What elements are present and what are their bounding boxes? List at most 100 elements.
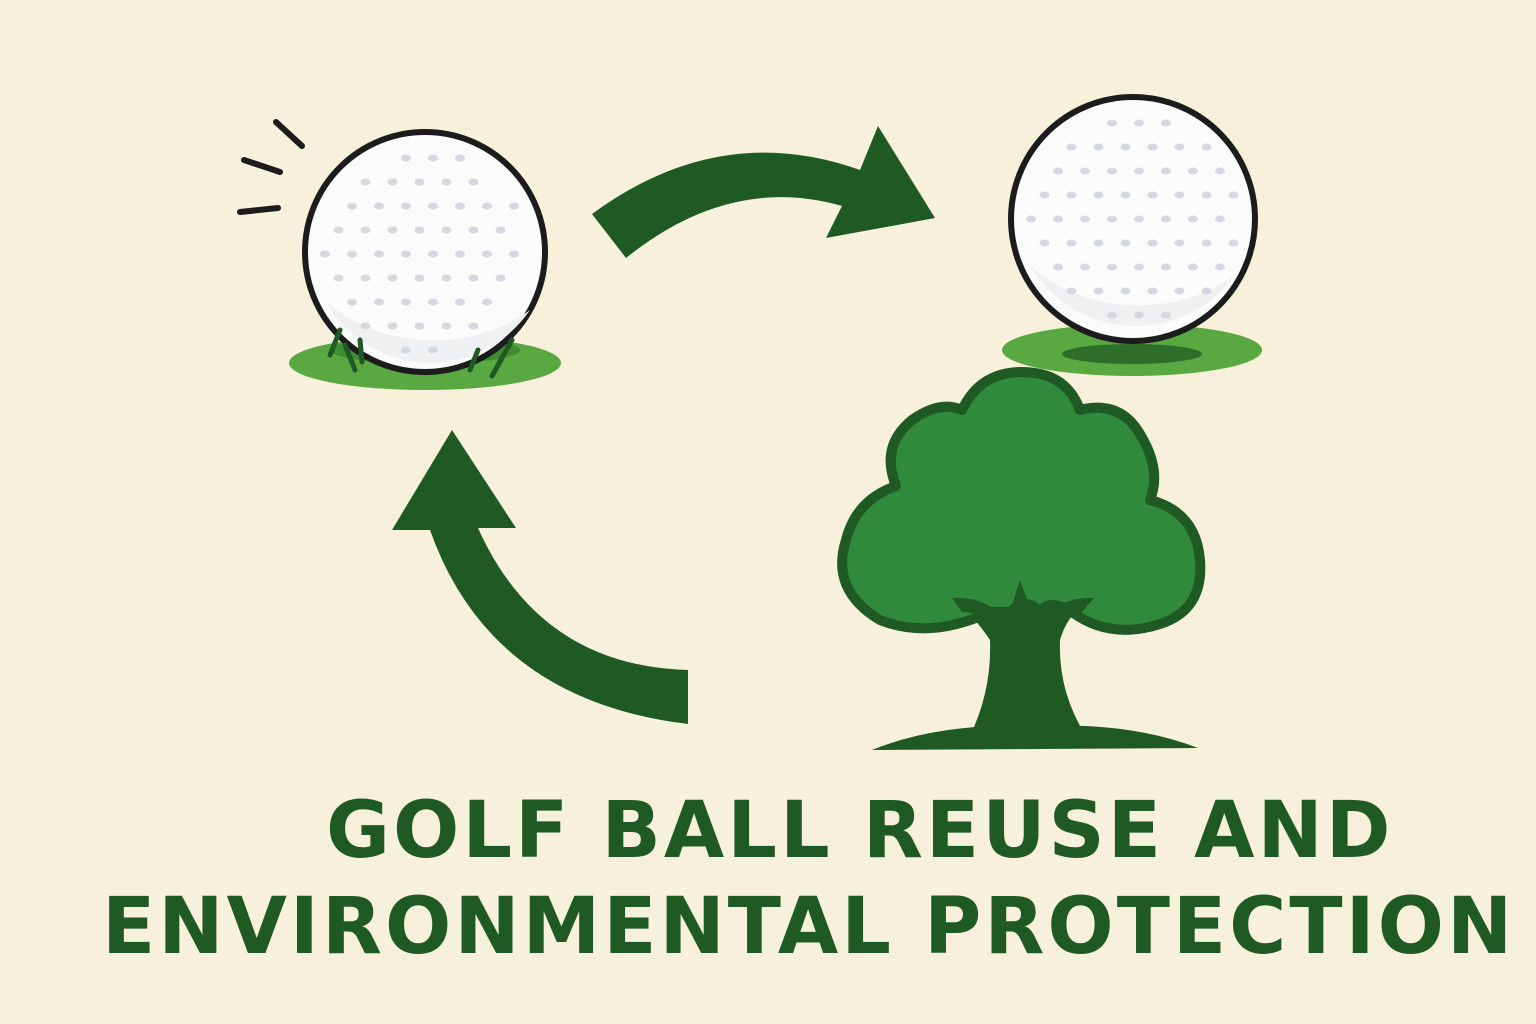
tree-branches — [952, 580, 1094, 638]
dimple — [401, 298, 411, 306]
dimple — [1134, 311, 1144, 319]
dimple — [1228, 191, 1239, 199]
dimple — [509, 202, 519, 210]
dimple — [1188, 263, 1198, 271]
dimple — [1201, 143, 1212, 151]
dimple — [441, 274, 452, 282]
dimple — [1147, 191, 1158, 199]
dimple — [1134, 167, 1144, 175]
dimple — [1188, 167, 1198, 175]
tree-icon — [837, 367, 1206, 750]
dimple — [495, 226, 506, 234]
dimple — [1093, 239, 1104, 247]
dimple — [360, 322, 371, 330]
dimple — [1120, 191, 1131, 199]
dimple — [1134, 263, 1144, 271]
dimple — [468, 226, 479, 234]
dimple — [1107, 215, 1117, 223]
dimple — [1039, 191, 1050, 199]
dimple — [455, 202, 465, 210]
dimple — [401, 154, 411, 162]
golf-ball-icon — [1008, 94, 1258, 344]
ball-shadow — [1062, 344, 1202, 364]
dimple — [360, 178, 371, 186]
dimple — [1147, 287, 1158, 295]
dimple — [1215, 215, 1225, 223]
dimple — [1093, 143, 1104, 151]
tree-trunk — [950, 595, 1094, 736]
dimple — [1147, 239, 1158, 247]
dimple — [1066, 239, 1077, 247]
dimple — [1080, 167, 1090, 175]
dimple — [1066, 287, 1077, 295]
dimple — [1161, 311, 1171, 319]
dimple — [1215, 167, 1225, 175]
dimple — [455, 250, 465, 258]
grass-blades — [327, 327, 515, 379]
dimple — [1161, 119, 1171, 127]
dimple — [1161, 263, 1171, 271]
dimple — [347, 202, 357, 210]
dimple — [360, 226, 371, 234]
dimple — [387, 322, 398, 330]
dimple — [441, 226, 452, 234]
dimple — [468, 322, 479, 330]
dimple — [1174, 143, 1185, 151]
dimple — [374, 250, 384, 258]
dimple — [414, 178, 425, 186]
tree-canopy — [837, 367, 1206, 635]
dimple — [441, 178, 452, 186]
dimple — [1053, 263, 1063, 271]
dimple — [1026, 215, 1036, 223]
used-golf-ball-group — [237, 119, 561, 390]
dimple — [428, 154, 438, 162]
dimple — [401, 250, 411, 258]
dimple — [1053, 167, 1063, 175]
dimple — [1120, 287, 1131, 295]
dimple — [1215, 263, 1225, 271]
dimple — [347, 298, 357, 306]
dimple — [468, 274, 479, 282]
dimple — [387, 226, 398, 234]
dimple — [428, 346, 438, 354]
dimple — [320, 250, 330, 258]
title-line-2: ENVIRONMENTAL PROTECTION — [102, 882, 1516, 972]
ball-dimples — [1026, 119, 1239, 319]
dimple — [1161, 215, 1171, 223]
dimple — [374, 202, 384, 210]
dimple — [1107, 311, 1117, 319]
dimple — [495, 274, 506, 282]
dimple — [482, 298, 492, 306]
dimple — [1107, 263, 1117, 271]
dimple — [1174, 191, 1185, 199]
golf-ball-icon — [302, 129, 548, 375]
curved-arrow-up-icon — [392, 430, 688, 724]
dimple — [333, 226, 344, 234]
dimple — [347, 250, 357, 258]
tree-ground — [872, 725, 1198, 750]
dimple — [1174, 287, 1185, 295]
dimple — [509, 250, 519, 258]
dimple — [414, 274, 425, 282]
dimple — [468, 178, 479, 186]
dimple — [1039, 239, 1050, 247]
dimple — [455, 298, 465, 306]
dimple — [428, 298, 438, 306]
dimple — [1201, 239, 1212, 247]
dimple — [1120, 239, 1131, 247]
dimple — [1134, 119, 1144, 127]
reused-golf-ball-group — [1002, 94, 1262, 376]
dimple — [1080, 215, 1090, 223]
dimple — [1188, 215, 1198, 223]
dimple — [1120, 143, 1131, 151]
dimple — [1174, 239, 1185, 247]
dimple — [1066, 191, 1077, 199]
title-line-1: GOLF BALL REUSE AND — [326, 786, 1394, 876]
dimple — [1228, 239, 1239, 247]
dimple — [1201, 287, 1212, 295]
dimple — [401, 202, 411, 210]
ball-dimples — [320, 154, 519, 354]
dimple — [1080, 263, 1090, 271]
dimple — [482, 202, 492, 210]
